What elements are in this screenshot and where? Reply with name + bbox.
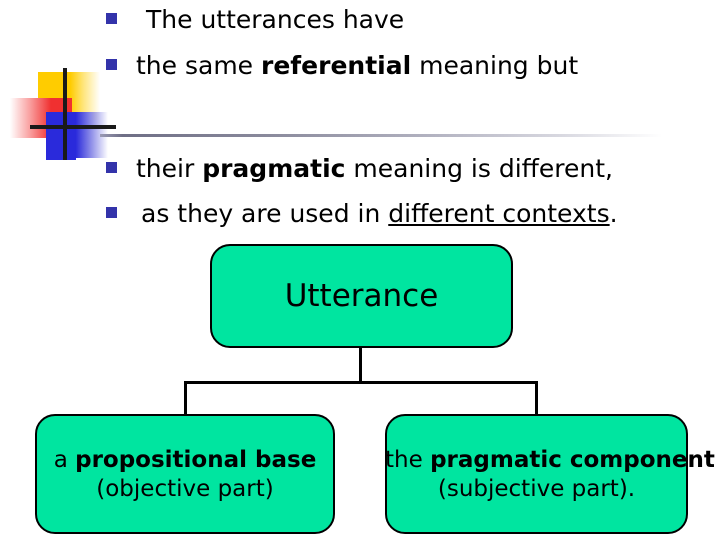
- cross-vertical-icon: [63, 68, 67, 160]
- decorative-squares-logo: [8, 68, 118, 163]
- square-bullet-icon: [106, 207, 117, 218]
- connector-left-drop: [184, 381, 187, 416]
- connector-horizontal-bar: [184, 381, 538, 384]
- bullet-item-2-text: the same referential meaning but: [136, 52, 578, 80]
- bullet-item-4-text: as they are used in different contexts.: [141, 200, 618, 228]
- bullet-3-seg-bold: pragmatic: [202, 154, 346, 183]
- cross-horizontal-icon: [30, 125, 116, 129]
- square-bullet-icon: [106, 59, 117, 70]
- bullet-4-seg-1: as they are used in: [141, 199, 389, 228]
- node-utterance-label: Utterance: [284, 278, 439, 314]
- bullet-item-3: their pragmatic meaning is different,: [106, 155, 613, 183]
- divider-rule: [100, 134, 662, 137]
- square-bullet-icon: [106, 162, 117, 173]
- bullet-item-2: the same referential meaning but: [106, 52, 578, 80]
- bullet-4-seg-3: .: [609, 199, 618, 228]
- blue-square-small-icon: [46, 142, 76, 160]
- bullet-2-seg-1: the same: [136, 51, 261, 80]
- bullet-2-seg-3: meaning but: [411, 51, 579, 80]
- bullet-2-seg-bold: referential: [261, 51, 412, 80]
- bullet-item-3-text: their pragmatic meaning is different,: [136, 155, 613, 183]
- connector-right-drop: [535, 381, 538, 416]
- node-utterance: Utterance: [210, 244, 513, 348]
- bullet-3-seg-3: meaning is different,: [345, 154, 613, 183]
- bullet-3-seg-1: their: [136, 154, 203, 183]
- connector-stem: [359, 348, 362, 383]
- bullet-4-seg-underline: different contexts: [388, 199, 610, 228]
- bullet-item-1: The utterances have: [106, 6, 404, 34]
- square-bullet-icon: [106, 13, 117, 24]
- bullet-item-1-text: The utterances have: [146, 5, 405, 34]
- node-pragmatic-component: [385, 414, 688, 534]
- node-propositional-base: [35, 414, 335, 534]
- bullet-item-4: as they are used in different contexts.: [106, 200, 618, 228]
